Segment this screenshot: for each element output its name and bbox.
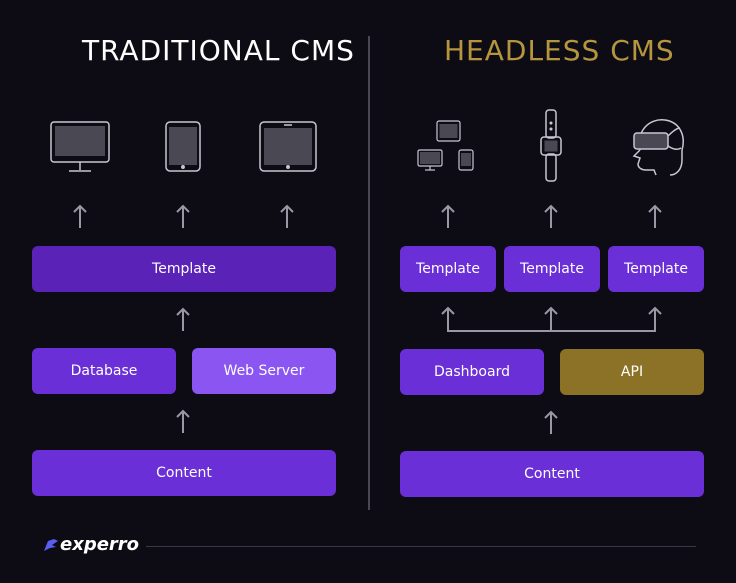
trad-content-arrow	[176, 410, 190, 434]
trad-device-arrow-3	[280, 205, 294, 229]
multi-device-icon	[417, 120, 474, 171]
experro-logo-text: experro	[60, 534, 140, 555]
headless-title: HEADLESS CMS	[444, 34, 675, 67]
headless-api-box: API	[560, 349, 704, 395]
monitor-icon	[50, 121, 110, 172]
trad-template-box: Template	[32, 246, 336, 292]
headless-device-arrow-3	[648, 205, 662, 229]
traditional-title: TRADITIONAL CMS	[82, 34, 355, 67]
trad-database-box: Database	[32, 348, 176, 394]
trad-web-server-box: Web Server	[192, 348, 336, 394]
headless-template-box-3: Template	[608, 246, 704, 292]
trad-template-arrow	[176, 308, 190, 332]
footer-divider	[146, 546, 696, 547]
phone-icon	[165, 121, 201, 172]
trad-device-arrow-1	[73, 205, 87, 229]
trad-device-arrow-2	[176, 205, 190, 229]
headless-content-arrow	[544, 411, 558, 435]
experro-logo-icon	[44, 539, 58, 551]
experro-logo: experro	[42, 534, 139, 555]
headless-device-arrow-2	[544, 205, 558, 229]
tablet-icon	[259, 121, 317, 172]
smartwatch-icon	[540, 109, 562, 182]
trad-content-box: Content	[32, 450, 336, 496]
headless-branch-connector	[441, 306, 662, 332]
headless-dashboard-box: Dashboard	[400, 349, 544, 395]
vr-headset-icon	[632, 119, 684, 176]
headless-content-box: Content	[400, 451, 704, 497]
headless-template-box-1: Template	[400, 246, 496, 292]
headless-device-arrow-1	[441, 205, 455, 229]
headless-template-box-2: Template	[504, 246, 600, 292]
center-divider	[368, 36, 370, 510]
